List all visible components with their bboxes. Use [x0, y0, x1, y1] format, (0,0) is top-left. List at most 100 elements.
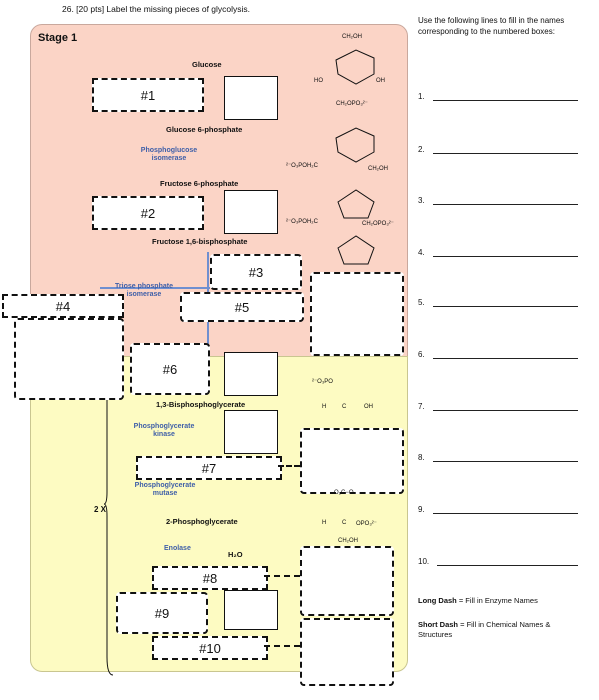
question-title: 26. [20 pts] Label the missing pieces of…	[62, 4, 251, 14]
water-label: H₂O	[228, 550, 243, 559]
box-7[interactable]: #7	[136, 456, 282, 480]
compound-f16bp: Fructose 1,6-bisphosphate	[152, 237, 248, 246]
glucose-oh: OH	[376, 78, 385, 84]
connector-10	[264, 645, 300, 647]
box-3-label: #3	[248, 264, 264, 280]
compound-13bpg: 1,3-Bisphosphoglycerate	[156, 400, 246, 409]
pg2-opo3: OPO₃²⁻	[356, 521, 377, 527]
answer-line-4[interactable]: 4.	[418, 248, 578, 257]
enzyme-tpi: Triose phosphate isomerase	[115, 283, 173, 298]
structure-box-1[interactable]	[310, 272, 404, 356]
structure-box-left[interactable]	[14, 318, 124, 400]
box-1[interactable]: #1	[92, 78, 204, 112]
box-3[interactable]: #3	[210, 254, 302, 290]
legend-short-label: Short Dash	[418, 620, 459, 629]
stage-label: Stage 1	[38, 32, 78, 44]
solid-box-5[interactable]	[224, 590, 278, 630]
answer-line-10[interactable]: 10.	[418, 557, 578, 566]
structure-box-3[interactable]	[300, 546, 394, 616]
glucose-ho: HO	[314, 78, 323, 84]
answer-line-5[interactable]: 5.	[418, 298, 578, 307]
multiplier-label: 2 X	[94, 505, 107, 514]
answer-line-7[interactable]: 7.	[418, 402, 578, 411]
box-9-label: #9	[154, 605, 170, 621]
answer-line-6-blank[interactable]	[432, 350, 578, 359]
answer-line-4-blank[interactable]	[432, 248, 578, 257]
solid-box-3[interactable]	[224, 352, 278, 396]
f16bp-opoh2c: ²⁻O₃POH₂C	[286, 219, 318, 225]
structure-box-4[interactable]	[300, 618, 394, 686]
answer-line-3[interactable]: 3.	[418, 196, 578, 205]
answer-line-5-number: 5.	[418, 298, 425, 307]
compound-glucose: Glucose	[192, 60, 222, 69]
pg2-c: C	[342, 520, 347, 526]
compound-g6p: Glucose 6-phosphate	[166, 125, 243, 134]
box-7-label: #7	[201, 460, 217, 476]
answer-line-9[interactable]: 9.	[418, 505, 578, 514]
answer-line-3-number: 3.	[418, 196, 425, 205]
enzyme-pgm: Phosphoglycerate mutase	[134, 482, 196, 497]
box-10[interactable]: #10	[152, 636, 268, 660]
answer-line-1-blank[interactable]	[432, 92, 578, 101]
bpg-h: H	[322, 404, 327, 410]
solid-box-4[interactable]	[224, 410, 278, 454]
box-4-label: #4	[55, 298, 71, 314]
answer-line-10-number: 10.	[418, 557, 430, 566]
legend-short-text: = Fill in Chemical Names & Structures	[418, 620, 551, 639]
answer-line-9-number: 9.	[418, 505, 425, 514]
box-4[interactable]: #4	[2, 294, 124, 318]
answer-line-1-number: 1.	[418, 92, 425, 101]
connector-7	[278, 465, 300, 467]
answer-line-10-blank[interactable]	[437, 557, 578, 566]
answer-line-2[interactable]: 2.	[418, 145, 578, 154]
glucose-ch2oh: CH₂OH	[342, 34, 362, 40]
f6p-opoh2c: ²⁻O₃POH₂C	[286, 163, 318, 169]
answer-line-6-number: 6.	[418, 350, 425, 359]
box-5[interactable]: #5	[180, 292, 304, 322]
answer-line-7-number: 7.	[418, 402, 425, 411]
enzyme-pgi: Phosphoglucose isomerase	[140, 147, 198, 162]
answer-line-2-number: 2.	[418, 145, 425, 154]
answer-line-8[interactable]: 8.	[418, 453, 578, 462]
f16bp-ch2opo3: CH₂OPO₃²⁻	[362, 221, 394, 227]
bpg-c: C	[342, 404, 347, 410]
bpg-oh: OH	[364, 404, 373, 410]
answer-line-7-blank[interactable]	[432, 402, 578, 411]
answer-line-5-blank[interactable]	[432, 298, 578, 307]
bpg-opo3: ²⁻O₃PO	[312, 379, 333, 385]
box-8[interactable]: #8	[152, 566, 268, 590]
box-2-label: #2	[140, 205, 156, 221]
pg2-ch2oh: CH₂OH	[338, 538, 358, 544]
box-10-label: #10	[199, 640, 221, 656]
legend-long-dash: Long Dash = Fill in Enzyme Names	[418, 596, 583, 606]
structure-box-2[interactable]	[300, 428, 404, 494]
box-6-label: #6	[162, 361, 178, 377]
answer-line-6[interactable]: 6.	[418, 350, 578, 359]
answer-line-8-blank[interactable]	[432, 453, 578, 462]
legend-long-text: = Fill in Enzyme Names	[456, 596, 538, 605]
enzyme-pgk: Phosphoglycerate kinase	[133, 423, 195, 438]
answer-line-3-blank[interactable]	[432, 196, 578, 205]
pg2-coo: O₂C−O	[334, 490, 354, 496]
instructions-text: Use the following lines to fill in the n…	[418, 16, 565, 36]
answer-line-2-blank[interactable]	[432, 145, 578, 154]
box-8-label: #8	[202, 570, 218, 586]
compound-f6p: Fructose 6-phosphate	[160, 179, 239, 188]
box-2[interactable]: #2	[92, 196, 204, 230]
answer-line-1[interactable]: 1.	[418, 92, 578, 101]
pg2-h: H	[322, 520, 327, 526]
connector-8	[264, 575, 300, 577]
solid-box-1[interactable]	[224, 76, 278, 120]
legend-long-label: Long Dash	[418, 596, 457, 605]
solid-box-2[interactable]	[224, 190, 278, 234]
box-1-label: #1	[140, 87, 156, 103]
answer-line-9-blank[interactable]	[432, 505, 578, 514]
answer-line-4-number: 4.	[418, 248, 425, 257]
box-6[interactable]: #6	[130, 343, 210, 395]
tpi-line	[100, 287, 210, 289]
answer-line-8-number: 8.	[418, 453, 425, 462]
enzyme-enolase: Enolase	[164, 545, 191, 552]
g6p-ch2opo3: CH₂OPO₃²⁻	[336, 101, 368, 107]
box-5-label: #5	[234, 299, 250, 315]
box-9[interactable]: #9	[116, 592, 208, 634]
